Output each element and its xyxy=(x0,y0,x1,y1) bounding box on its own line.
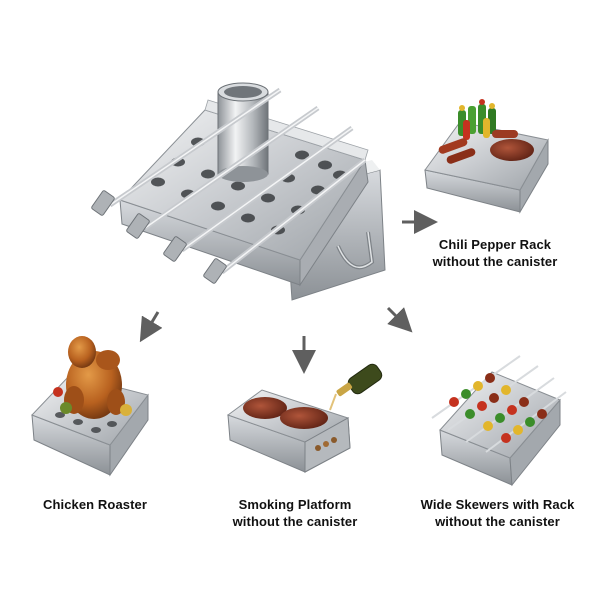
wine-bottle xyxy=(329,363,383,411)
caption-chicken-roaster: Chicken Roaster xyxy=(25,496,165,513)
caption-skewers-line2: without the canister xyxy=(435,514,560,529)
chili-peppers xyxy=(458,99,496,140)
chicken-roaster-image xyxy=(31,336,149,477)
smoking-platform-image xyxy=(226,363,383,473)
caption-chicken-line1: Chicken Roaster xyxy=(42,497,148,512)
skewer-vegetables xyxy=(449,373,547,443)
caption-skewers-line1: Wide Skewers with Rack xyxy=(420,497,575,512)
arrow-down-right-icon xyxy=(386,306,413,333)
roast-chicken xyxy=(64,336,125,419)
caption-smoking-platform: Smoking Platform without the canister xyxy=(220,496,370,530)
main-grill-rack xyxy=(91,82,386,301)
caption-smoking-line2: without the canister xyxy=(232,514,358,529)
caption-chili-pepper-rack: Chili Pepper Rack without the canister xyxy=(415,236,575,270)
caption-chili-line1: Chili Pepper Rack xyxy=(438,237,552,252)
caption-chili-line2: without the canister xyxy=(432,254,558,269)
wide-skewers-image xyxy=(431,355,567,487)
canister xyxy=(217,82,269,182)
arrow-down-left-icon xyxy=(139,311,163,343)
main-skewers xyxy=(91,87,367,284)
caption-wide-skewers: Wide Skewers with Rack without the canis… xyxy=(410,496,585,530)
caption-smoking-line1: Smoking Platform xyxy=(238,497,352,512)
chili-pepper-rack-image xyxy=(424,99,549,214)
